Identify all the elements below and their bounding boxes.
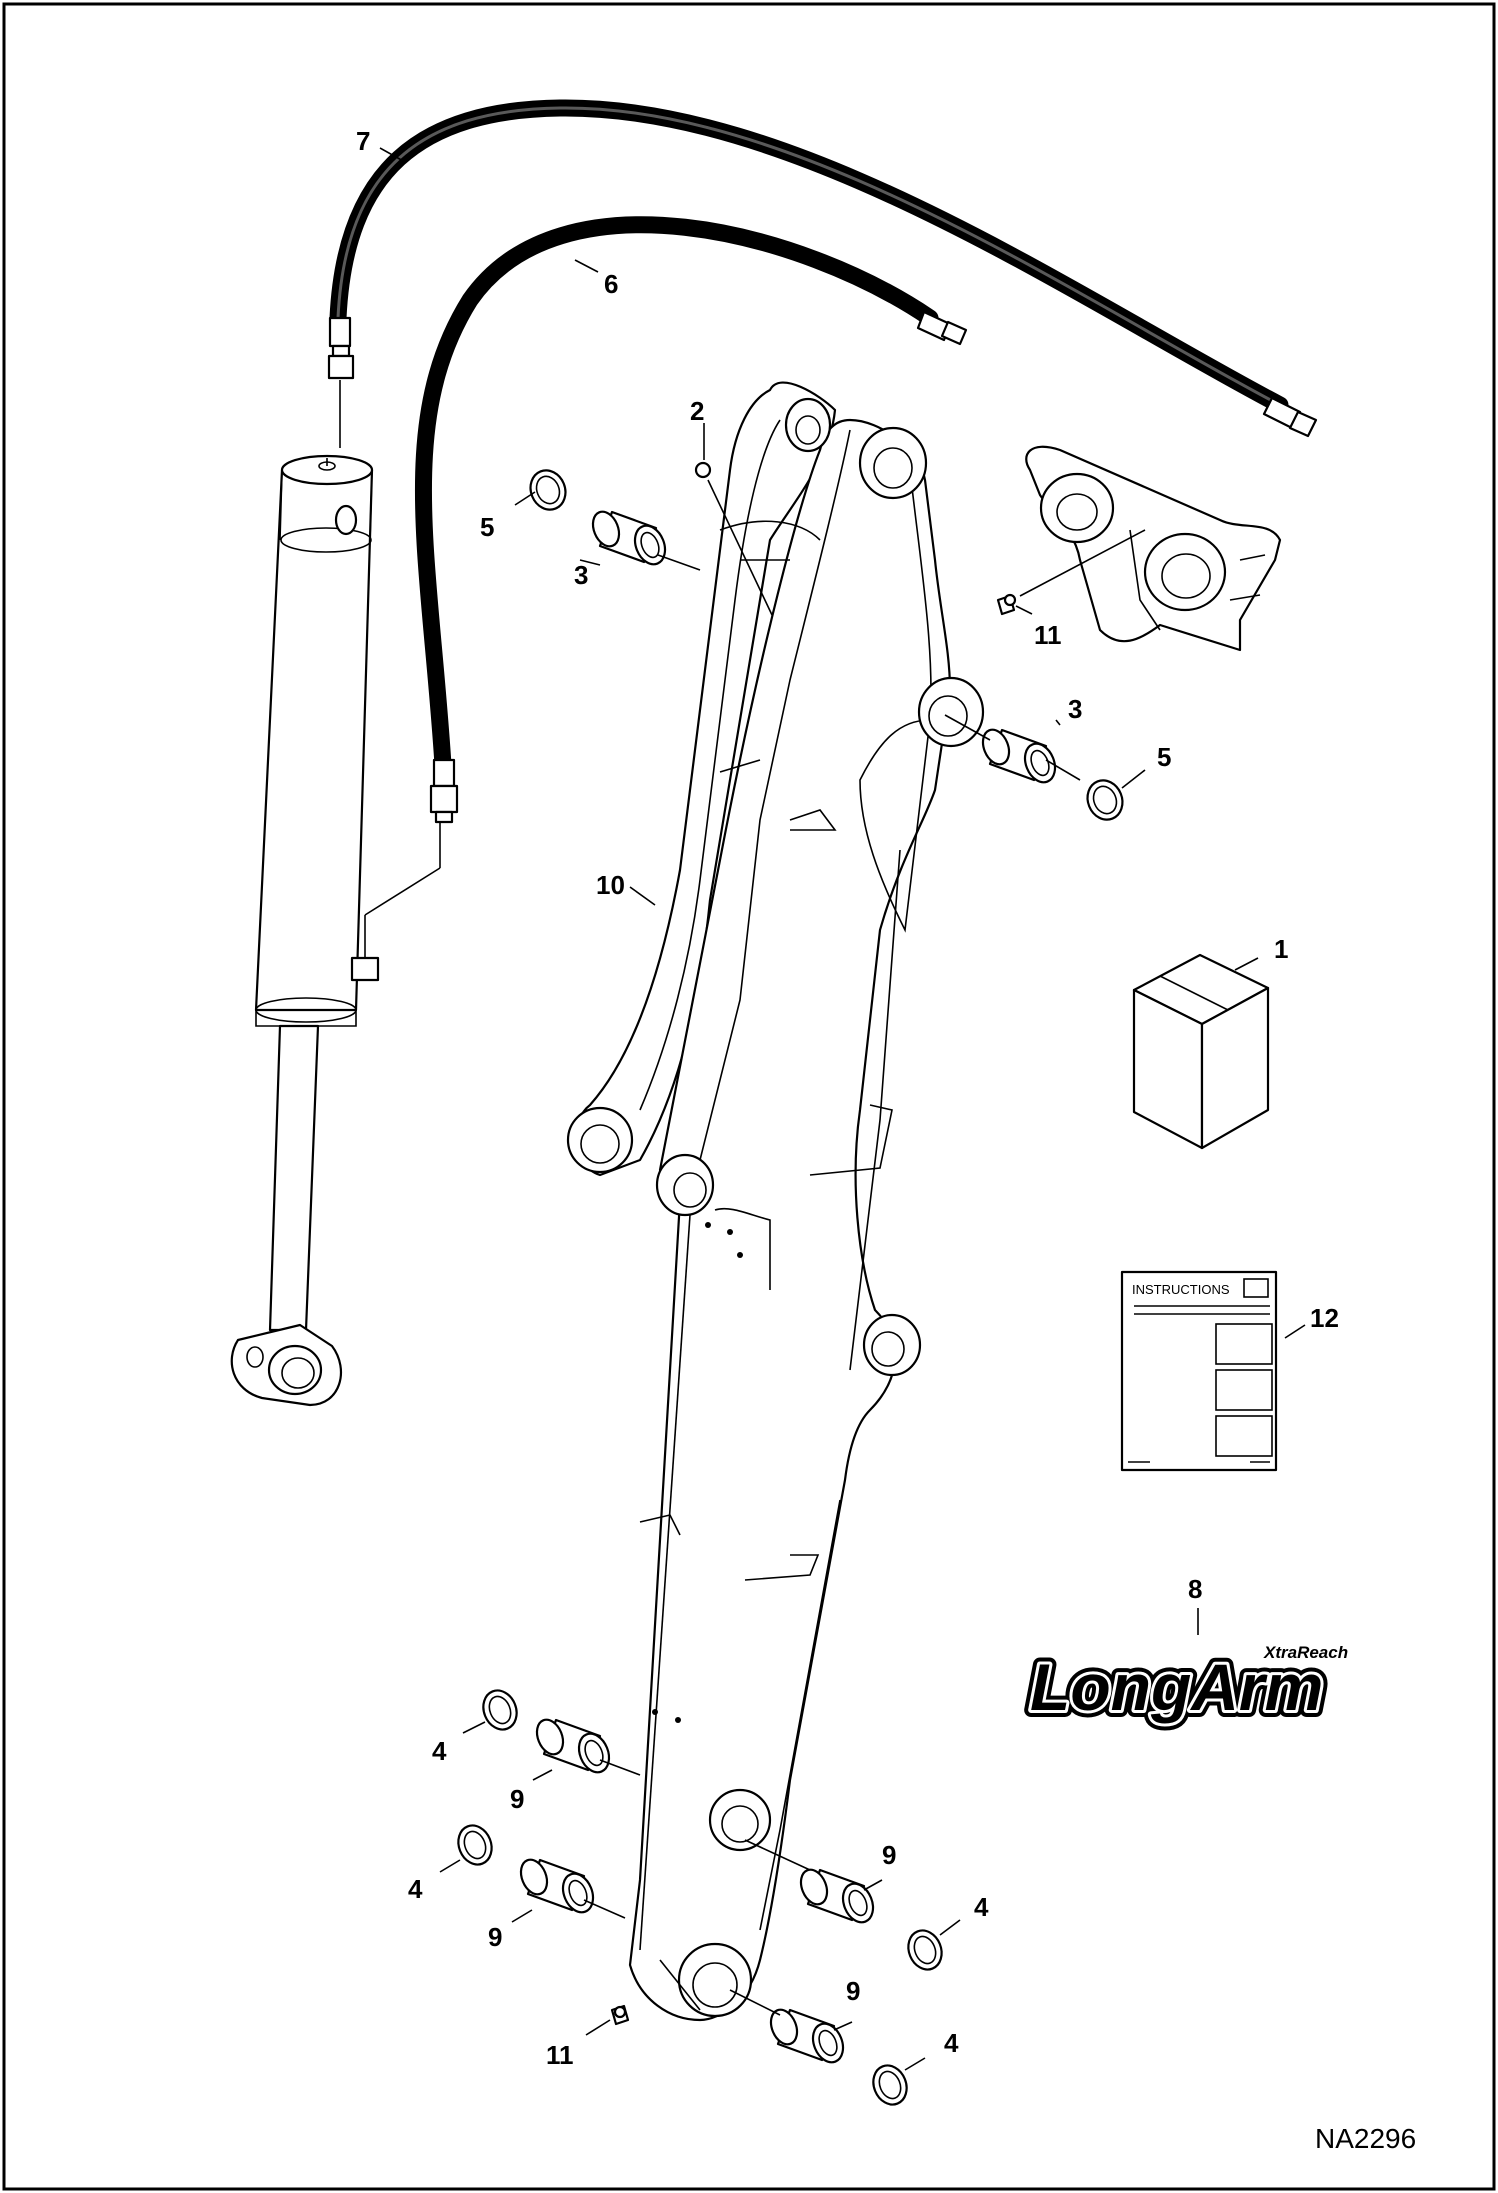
svg-text:LongArm: LongArm xyxy=(1030,1650,1323,1724)
bushing-9-left-upper xyxy=(535,1718,611,1774)
arm-assembly xyxy=(566,381,985,2022)
item-12-instructions: INSTRUCTIONS xyxy=(1120,1270,1278,1472)
item-1-box xyxy=(1132,953,1270,1150)
bushing-3-top-left xyxy=(591,510,667,566)
bushing-9-left-lower xyxy=(519,1858,595,1914)
bushing-9-right-lower xyxy=(769,2008,845,2064)
grease-fitting-11-bottom xyxy=(610,2004,630,2026)
drawing-code: NA2296 xyxy=(1315,2123,1416,2154)
callout-11-top: 11 xyxy=(1034,620,1062,650)
callout-labels: 7 6 2 5 3 11 3 5 10 1 12 8 4 9 4 9 9 4 9… xyxy=(356,126,1339,2070)
longarm-logo: LongArm LongArm LongArm XtraReach xyxy=(1023,1640,1356,1731)
callout-7: 7 xyxy=(356,126,370,156)
instructions-label: INSTRUCTIONS xyxy=(1132,1282,1230,1297)
callout-3-right: 3 xyxy=(1068,694,1082,724)
svg-text:XtraReach: XtraReach xyxy=(1263,1643,1348,1662)
callout-9-c: 9 xyxy=(882,1840,896,1870)
svg-text:LongArm: LongArm xyxy=(1030,1650,1323,1724)
ring-5-right xyxy=(1086,779,1124,821)
callout-10: 10 xyxy=(596,870,625,900)
bushing-9-right-upper xyxy=(799,1868,875,1924)
ring-4-right-lower xyxy=(872,2064,908,2106)
ring-4-left-upper xyxy=(482,1689,518,1731)
callout-11-bottom: 11 xyxy=(546,2040,574,2070)
callout-9-b: 9 xyxy=(488,1922,502,1952)
callout-4-b: 4 xyxy=(408,1874,423,1904)
ring-4-left-lower xyxy=(457,1824,493,1866)
hose-6 xyxy=(414,216,968,824)
callout-9-d: 9 xyxy=(846,1976,860,2006)
ring-4-right-upper xyxy=(907,1929,943,1971)
callout-2: 2 xyxy=(690,396,704,426)
leader-lines xyxy=(379,147,1306,2071)
callout-9-a: 9 xyxy=(510,1784,524,1814)
callout-12: 12 xyxy=(1310,1303,1339,1333)
callout-5-right: 5 xyxy=(1157,742,1171,772)
svg-text:LongArm: LongArm xyxy=(1030,1650,1323,1724)
item-2-plug xyxy=(694,461,712,479)
hydraulic-cylinder xyxy=(230,380,441,1407)
callout-4-d: 4 xyxy=(944,2028,959,2058)
callout-4-c: 4 xyxy=(974,1892,989,1922)
callout-5-top: 5 xyxy=(480,512,494,542)
ring-5-top-left xyxy=(529,469,567,511)
callout-4-a: 4 xyxy=(432,1736,447,1766)
callout-3-top: 3 xyxy=(574,560,588,590)
callout-1: 1 xyxy=(1274,934,1288,964)
grease-fitting-11-top xyxy=(996,593,1017,616)
boom-bracket xyxy=(1025,445,1282,652)
bushing-3-right xyxy=(981,728,1057,784)
hose-7 xyxy=(327,99,1318,438)
callout-6: 6 xyxy=(604,269,618,299)
callout-8: 8 xyxy=(1188,1574,1202,1604)
